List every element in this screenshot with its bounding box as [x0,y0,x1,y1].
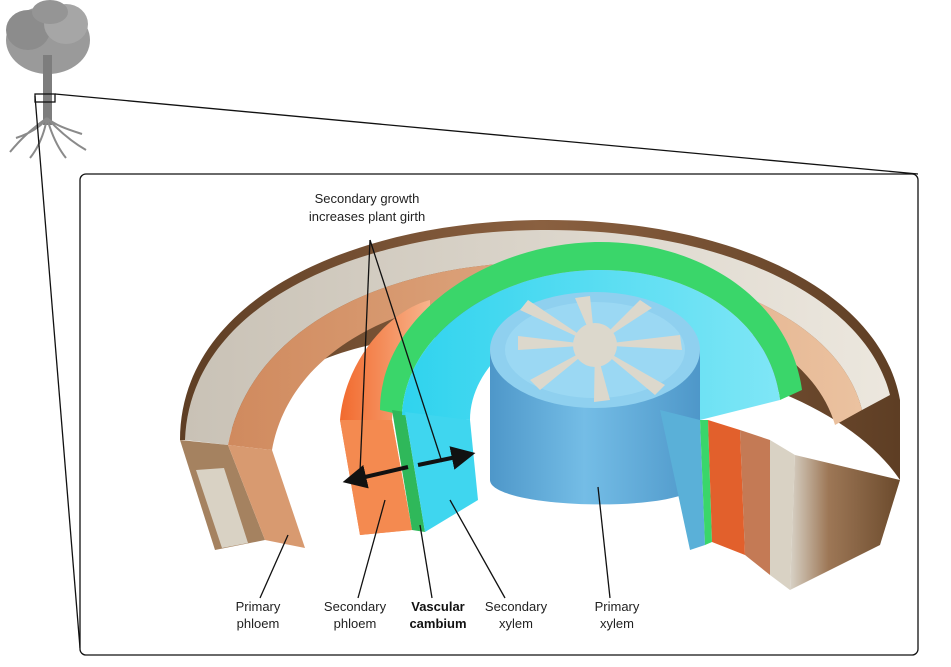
vascular-cambium-leader [419,524,433,599]
secondary-xylem-leader [449,499,506,599]
primary-xylem-label-line-1: Primary [595,599,640,614]
vascular-cambium-label-line-2: cambium [409,616,466,631]
secondary-xylem-cut-face [405,412,478,532]
primary-phloem-label-line-2: phloem [237,616,280,631]
annotation-line-2: increases plant girth [309,209,425,224]
primary-phloem-leader [259,534,289,599]
secondary-xylem-label-line-1: Secondary [485,599,548,614]
annotation-leader-left [359,239,371,473]
secondary-xylem-layer [402,269,780,420]
pith-star [518,296,682,402]
secondary-xylem-label-line-2: xylem [499,616,533,631]
annotation-line-1: Secondary growth [315,191,420,206]
cambium-cut-face [392,410,425,532]
secondary-phloem-cut-face [340,420,412,535]
zoom-lines [34,93,919,649]
primary-xylem-label-line-2: xylem [600,616,634,631]
right-cut-face [660,410,900,590]
secondary-phloem-leader [357,499,386,599]
left-cut-face [180,440,305,550]
secondary-phloem-label-line-1: Secondary [324,599,387,614]
growth-arrow-left [342,465,409,489]
tree-icon [6,0,90,159]
vascular-cambium-layer [380,241,802,415]
primary-xylem-leader [597,486,611,599]
vascular-cambium-label-line-1: Vascular [411,599,465,614]
secondary-phloem-label-line-2: phloem [334,616,377,631]
annotation-leader-right [369,239,443,463]
primary-phloem-label-line-1: Primary [236,599,281,614]
